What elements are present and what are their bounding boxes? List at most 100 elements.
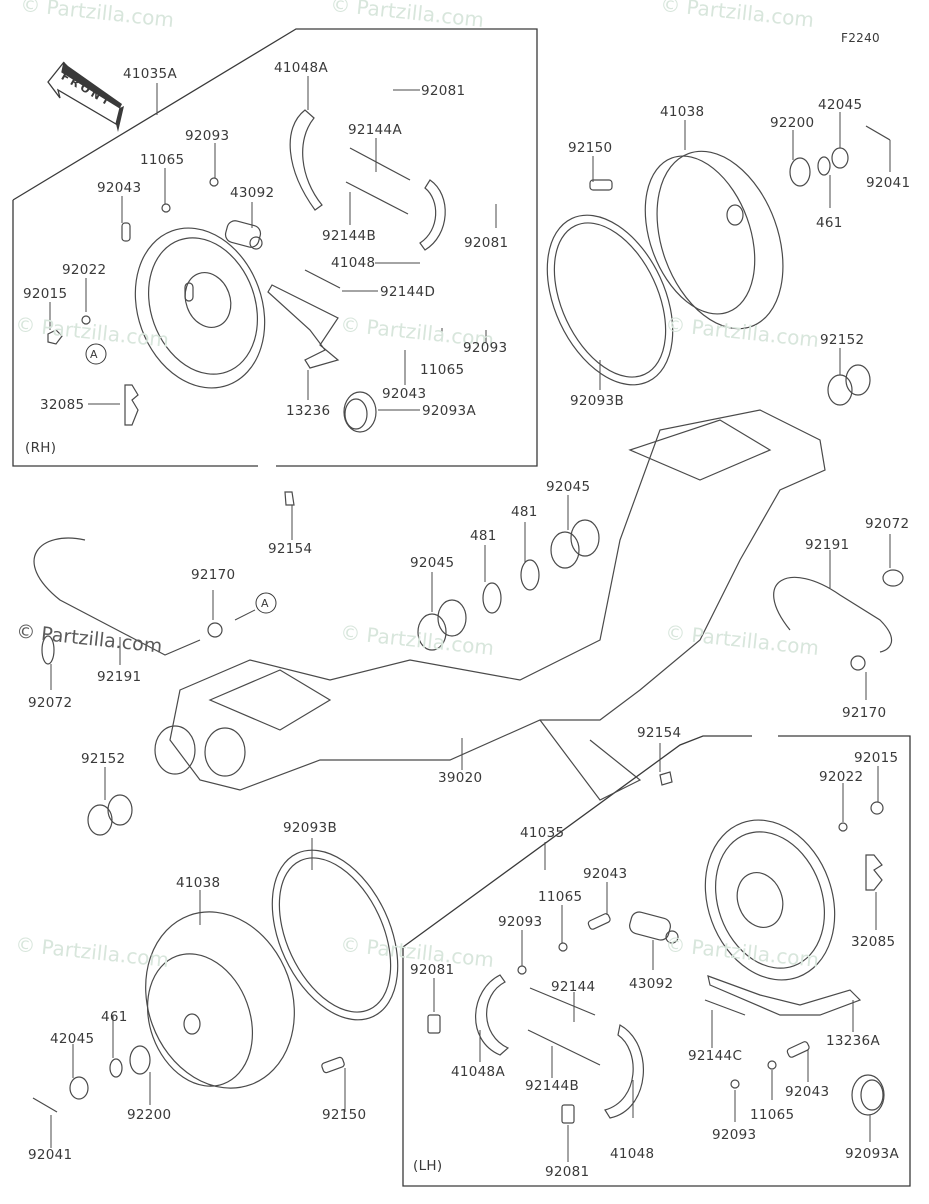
part-label-41048[interactable]: 41048: [610, 1146, 655, 1162]
part-label-92022[interactable]: 92022: [819, 769, 864, 785]
part-label-92150[interactable]: 92150: [568, 140, 613, 156]
part-label-92191[interactable]: 92191: [805, 537, 850, 553]
part-label-92041[interactable]: 92041: [28, 1147, 73, 1163]
part-label-92072[interactable]: 92072: [865, 516, 910, 532]
part-label-92093[interactable]: 92093: [185, 128, 230, 144]
part-label-92015[interactable]: 92015: [23, 286, 68, 302]
right-hose-clamp-drawing: [850, 655, 866, 671]
lh-pin-92043-a-drawing: [587, 913, 611, 930]
part-label-92170[interactable]: 92170: [842, 705, 887, 721]
part-label-92045[interactable]: 92045: [410, 555, 455, 571]
part-label-92150[interactable]: 92150: [322, 1107, 367, 1123]
part-label-13236A[interactable]: 13236A: [826, 1033, 880, 1049]
snap-ring-481-a-drawing: [482, 582, 502, 614]
part-label-92191[interactable]: 92191: [97, 669, 142, 685]
part-label-92200[interactable]: 92200: [127, 1107, 172, 1123]
rh-nut-42045-drawing: [831, 147, 849, 169]
part-label-92045[interactable]: 92045: [546, 479, 591, 495]
part-label-92093A[interactable]: 92093A: [422, 403, 476, 419]
part-label-43092[interactable]: 43092: [629, 976, 674, 992]
part-label-41048A[interactable]: 41048A: [451, 1064, 505, 1080]
part-label-92170[interactable]: 92170: [191, 567, 236, 583]
part-label-41048A[interactable]: 41048A: [274, 60, 328, 76]
part-label-481[interactable]: 481: [470, 528, 497, 544]
front-arrow-icon: [47, 61, 124, 132]
part-label-92093[interactable]: 92093: [498, 914, 543, 930]
part-label-43092[interactable]: 43092: [230, 185, 275, 201]
lh-drum-seal-drawing: [271, 849, 399, 1021]
part-label-92081[interactable]: 92081: [464, 235, 509, 251]
part-label-92144B[interactable]: 92144B: [525, 1078, 580, 1094]
rh-retainer-drawing: [124, 384, 139, 426]
part-label-92093A[interactable]: 92093A: [845, 1146, 899, 1162]
lh-nut-92015-drawing: [870, 801, 884, 815]
part-label-92043[interactable]: 92043: [97, 180, 142, 196]
rh-spring-d-drawing: [304, 269, 341, 289]
lh-nut-92093-a-drawing: [517, 965, 527, 975]
lh-clip-92081-a-drawing: [427, 1014, 441, 1034]
part-label-461[interactable]: 461: [816, 215, 843, 231]
rh-brake-drum-drawing: [644, 150, 784, 330]
lh-seal-92093A-drawing: [851, 1074, 885, 1116]
part-label-32085[interactable]: 32085: [40, 397, 85, 413]
rh-section-label: (RH): [25, 440, 57, 456]
lh-washer-11065-b-drawing: [767, 1060, 777, 1070]
snap-ring-481-b-drawing: [520, 559, 540, 591]
bearing-92045-right-drawing: [550, 519, 600, 569]
part-label-11065[interactable]: 11065: [140, 152, 185, 168]
lh-spring-92144C-drawing: [704, 999, 746, 1016]
part-label-92015[interactable]: 92015: [854, 750, 899, 766]
part-label-92081[interactable]: 92081: [545, 1164, 590, 1180]
part-label-41035A[interactable]: 41035A: [123, 66, 177, 82]
part-label-39020[interactable]: 39020: [438, 770, 483, 786]
part-label-42045[interactable]: 42045: [818, 97, 863, 113]
part-label-461[interactable]: 461: [101, 1009, 128, 1025]
rh-washer-461-drawing: [817, 156, 831, 176]
part-label-92200[interactable]: 92200: [770, 115, 815, 131]
part-label-92144D[interactable]: 92144D: [380, 284, 436, 300]
part-label-92093[interactable]: 92093: [712, 1127, 757, 1143]
part-label-11065[interactable]: 11065: [538, 889, 583, 905]
part-label-92093[interactable]: 92093: [463, 340, 508, 356]
bolt-92154-top-drawing: [284, 491, 295, 506]
lh-section-border: [402, 735, 911, 1187]
part-label-92093B[interactable]: 92093B: [570, 393, 625, 409]
part-label-92072[interactable]: 92072: [28, 695, 73, 711]
part-label-92144[interactable]: 92144: [551, 979, 596, 995]
axle-housing-drawing: [154, 409, 826, 801]
part-label-92144A[interactable]: 92144A: [348, 122, 402, 138]
rh-nut-drawing: [209, 177, 219, 187]
part-label-92154[interactable]: 92154: [637, 725, 682, 741]
lh-washer-92200-drawing: [129, 1045, 151, 1075]
part-label-92022[interactable]: 92022: [62, 262, 107, 278]
part-label-92081[interactable]: 92081: [421, 83, 466, 99]
part-label-41038[interactable]: 41038: [176, 875, 221, 891]
part-label-92154[interactable]: 92154: [268, 541, 313, 557]
part-label-92152[interactable]: 92152: [81, 751, 126, 767]
part-label-92152[interactable]: 92152: [820, 332, 865, 348]
ref-marker-a-axle-icon: [255, 592, 277, 614]
part-label-13236[interactable]: 13236: [286, 403, 331, 419]
part-label-92144B[interactable]: 92144B: [322, 228, 377, 244]
part-label-481[interactable]: 481: [511, 504, 538, 520]
part-label-42045[interactable]: 42045: [50, 1031, 95, 1047]
lh-bolt-92150-drawing: [321, 1056, 345, 1074]
left-bushing-92152-drawing: [87, 794, 133, 836]
part-label-32085[interactable]: 32085: [851, 934, 896, 950]
lh-spring-92144-drawing: [529, 987, 596, 1016]
lh-wheel-cylinder-drawing: [629, 911, 679, 944]
part-label-92093B[interactable]: 92093B: [283, 820, 338, 836]
part-label-92041[interactable]: 92041: [866, 175, 911, 191]
part-label-92043[interactable]: 92043: [583, 866, 628, 882]
part-label-41035[interactable]: 41035: [520, 825, 565, 841]
part-label-11065[interactable]: 11065: [420, 362, 465, 378]
part-label-11065[interactable]: 11065: [750, 1107, 795, 1123]
part-label-92144C[interactable]: 92144C: [688, 1048, 743, 1064]
part-label-92081[interactable]: 92081: [410, 962, 455, 978]
part-label-92043[interactable]: 92043: [382, 386, 427, 402]
rh-spring-a-drawing: [349, 147, 411, 181]
part-label-92043[interactable]: 92043: [785, 1084, 830, 1100]
part-label-41048[interactable]: 41048: [331, 255, 376, 271]
part-label-41038[interactable]: 41038: [660, 104, 705, 120]
